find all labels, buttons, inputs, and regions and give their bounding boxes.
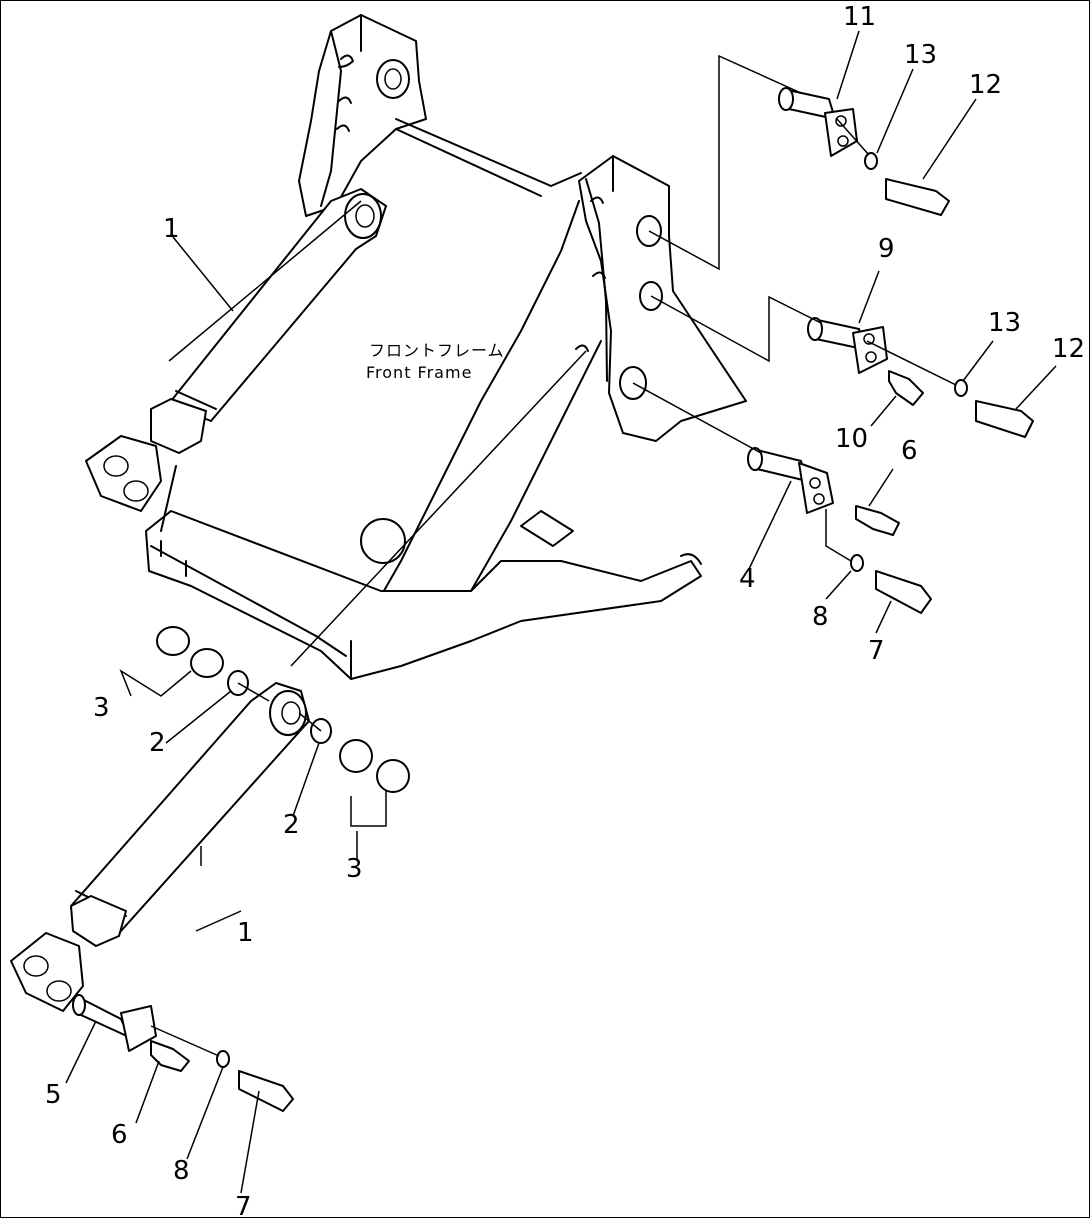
- callout-8-upper: 8: [812, 602, 829, 632]
- leader-lines: [65, 30, 1057, 1194]
- front-frame-label: フロントフレーム Front Frame: [366, 341, 505, 382]
- callout-1-upper: 1: [163, 214, 180, 244]
- callout-1-lower: 1: [237, 918, 254, 948]
- callout-7-upper: 7: [868, 636, 885, 666]
- upper-steering-cylinder: [85, 188, 387, 512]
- front-frame: [145, 14, 747, 680]
- callout-6-lower: 6: [111, 1120, 128, 1150]
- callout-10: 10: [835, 424, 868, 454]
- callout-8-lower: 8: [173, 1156, 190, 1186]
- callout-13-upper: 13: [904, 40, 937, 70]
- callout-numbers: 1 1 2 2 3 3 4 5 6 6 7 7 8 8 9 10 11 12 1…: [45, 2, 1085, 1219]
- callout-4: 4: [739, 564, 756, 594]
- frame-label-english: Front Frame: [366, 363, 472, 382]
- callout-7-lower: 7: [235, 1192, 252, 1219]
- callout-2-left: 2: [149, 728, 166, 758]
- callout-3-left: 3: [93, 693, 110, 723]
- callout-5: 5: [45, 1080, 62, 1110]
- callout-12-lower: 12: [1052, 334, 1085, 364]
- callout-6-upper: 6: [901, 436, 918, 466]
- callout-11: 11: [843, 2, 876, 32]
- callout-12-upper: 12: [969, 70, 1002, 100]
- callout-13-lower: 13: [988, 308, 1021, 338]
- callout-9: 9: [878, 234, 895, 264]
- lower-steering-cylinder: [10, 682, 310, 1012]
- callout-2-right: 2: [283, 810, 300, 840]
- pins-and-fasteners: [72, 87, 1034, 1112]
- callout-3-right: 3: [346, 854, 363, 884]
- frame-label-japanese: フロントフレーム: [369, 341, 505, 360]
